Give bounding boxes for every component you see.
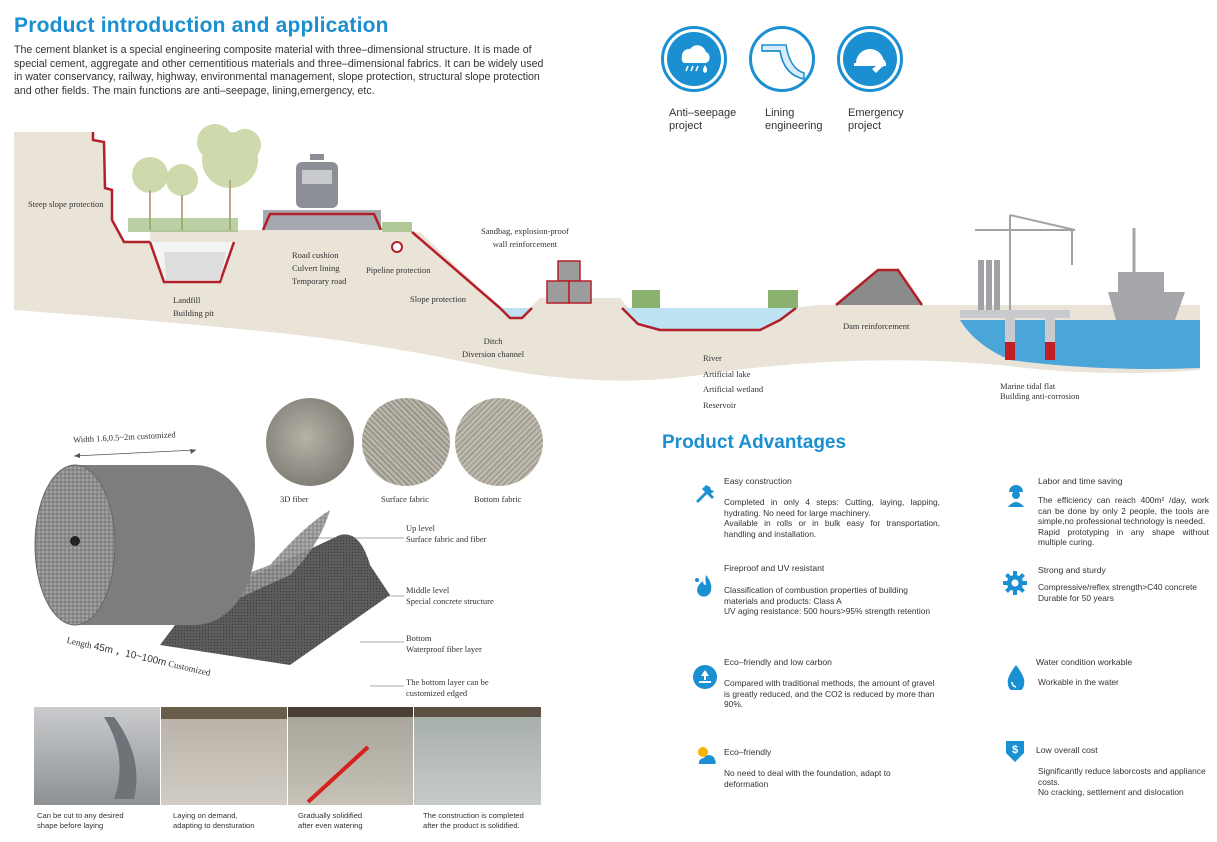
adv-text-cost: Significantly reduce laborcosts and appl… <box>1038 766 1206 798</box>
gear-icon <box>1002 570 1028 596</box>
swatch-label-bottom: Bottom fabric <box>474 494 522 504</box>
adv-text-water: Workable in the water <box>1038 677 1119 687</box>
swatch-surface-fabric <box>362 398 450 486</box>
adv-heading-water: Water condition workable <box>1036 657 1133 667</box>
adv-heading-cost: Low overall cost <box>1036 745 1098 755</box>
application-scene <box>14 124 1200 381</box>
tools-icon <box>692 481 718 507</box>
photo-caption-2: Laying on demand,adapting to densturatio… <box>173 811 255 830</box>
adv-heading-labor: Labor and time saving <box>1038 476 1123 486</box>
anti-seepage-block <box>661 26 727 92</box>
adv-text-labor: The efficiency can reach 400m² /day, wor… <box>1038 495 1209 548</box>
adv-heading-eco: Eco–friendly <box>724 747 772 757</box>
water-drop-icon <box>1003 664 1029 690</box>
photo-laying <box>161 707 287 805</box>
roll-leader-lines <box>308 537 404 687</box>
adv-text-easy: Completed in only 4 steps: Cutting, layi… <box>724 497 940 539</box>
swatch-3d-fiber <box>266 398 354 486</box>
swatch-label-surface: Surface fabric <box>381 494 429 504</box>
label-pipeline: Pipeline protection <box>366 265 431 275</box>
dollar-down-icon: $ <box>1002 738 1028 764</box>
svg-text:$: $ <box>1012 744 1018 756</box>
label-slope: Slope protection <box>410 294 466 304</box>
intro-paragraph: The cement blanket is a special engineer… <box>14 44 544 97</box>
width-arrow <box>73 449 197 458</box>
worker-icon <box>1003 481 1029 507</box>
adv-heading-strong: Strong and sturdy <box>1038 565 1106 575</box>
photo-watering <box>288 707 413 805</box>
sun-cloud-icon <box>693 742 719 768</box>
swatch-label-3d: 3D fiber <box>280 494 309 504</box>
page-title: Product introduction and application <box>14 14 389 37</box>
label-dam: Dam reinforcement <box>843 321 910 331</box>
emergency-block <box>837 26 903 92</box>
advantages-title: Product Advantages <box>662 432 847 453</box>
adv-heading-eco-carbon: Eco–friendly and low carbon <box>724 657 832 667</box>
label-width: Width 1.6,0.5~2m customized <box>72 429 176 445</box>
swatch-bottom-fabric <box>455 398 543 486</box>
photo-completed <box>414 707 541 805</box>
rain-drop-icon <box>661 26 727 92</box>
adv-text-eco-carbon: Compared with traditional methods, the a… <box>724 678 935 710</box>
photo-cutting <box>34 707 160 805</box>
fire-drop-icon <box>690 573 716 599</box>
lining-block <box>749 26 815 92</box>
label-steep-slope: Steep slope protection <box>28 199 104 209</box>
adv-text-eco: No need to deal with the foundation, ada… <box>724 768 891 789</box>
adv-text-fireproof: Classification of combustion properties … <box>724 585 931 617</box>
helmet-wrench-icon <box>837 26 903 92</box>
recycle-icon <box>692 664 718 690</box>
cement-blanket-roll <box>34 464 390 665</box>
adv-heading-fireproof: Fireproof and UV resistant <box>724 563 825 573</box>
lining-layers-icon <box>749 26 815 92</box>
adv-text-strong: Compressive/reflex strength>C40 concrete… <box>1038 582 1197 603</box>
adv-heading-easy: Easy construction <box>724 476 792 486</box>
